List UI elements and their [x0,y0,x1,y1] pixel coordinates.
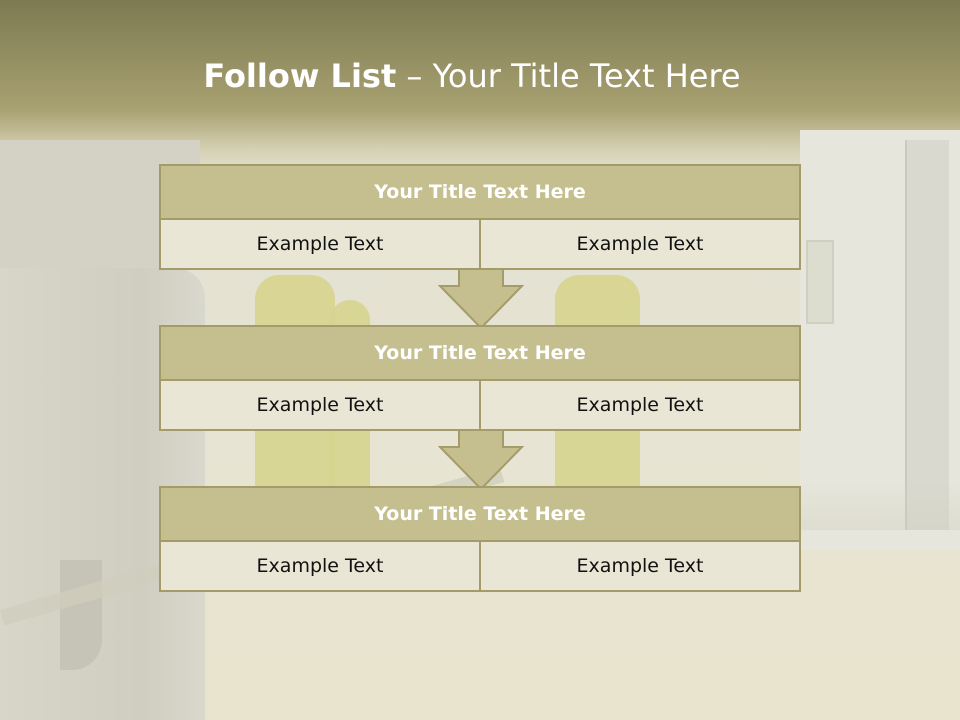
block-cell-left[interactable]: Example Text [159,220,481,270]
block-cell-left[interactable]: Example Text [159,381,481,431]
block-cell-right[interactable]: Example Text [481,381,801,431]
block-cell-left[interactable]: Example Text [159,542,481,592]
block-title[interactable]: Your Title Text Here [159,164,801,220]
block-row: Example Text Example Text [159,220,801,270]
block-cell-right[interactable]: Example Text [481,542,801,592]
block-cell-right[interactable]: Example Text [481,220,801,270]
down-arrow-icon [438,268,524,330]
list-block-3: Your Title Text Here Example Text Exampl… [159,486,801,592]
list-block-2: Your Title Text Here Example Text Exampl… [159,325,801,431]
block-title[interactable]: Your Title Text Here [159,486,801,542]
block-title[interactable]: Your Title Text Here [159,325,801,381]
list-block-1: Your Title Text Here Example Text Exampl… [159,164,801,270]
background-pipe [60,560,102,670]
block-row: Example Text Example Text [159,381,801,431]
block-row: Example Text Example Text [159,542,801,592]
down-arrow-icon [438,429,524,491]
background-window [806,240,834,324]
slide-title-rest: – Your Title Text Here [396,57,741,95]
slide-title-bold: Follow List [203,57,397,95]
slide-title[interactable]: Follow List – Your Title Text Here [0,56,944,96]
background-cabinet [905,140,949,530]
